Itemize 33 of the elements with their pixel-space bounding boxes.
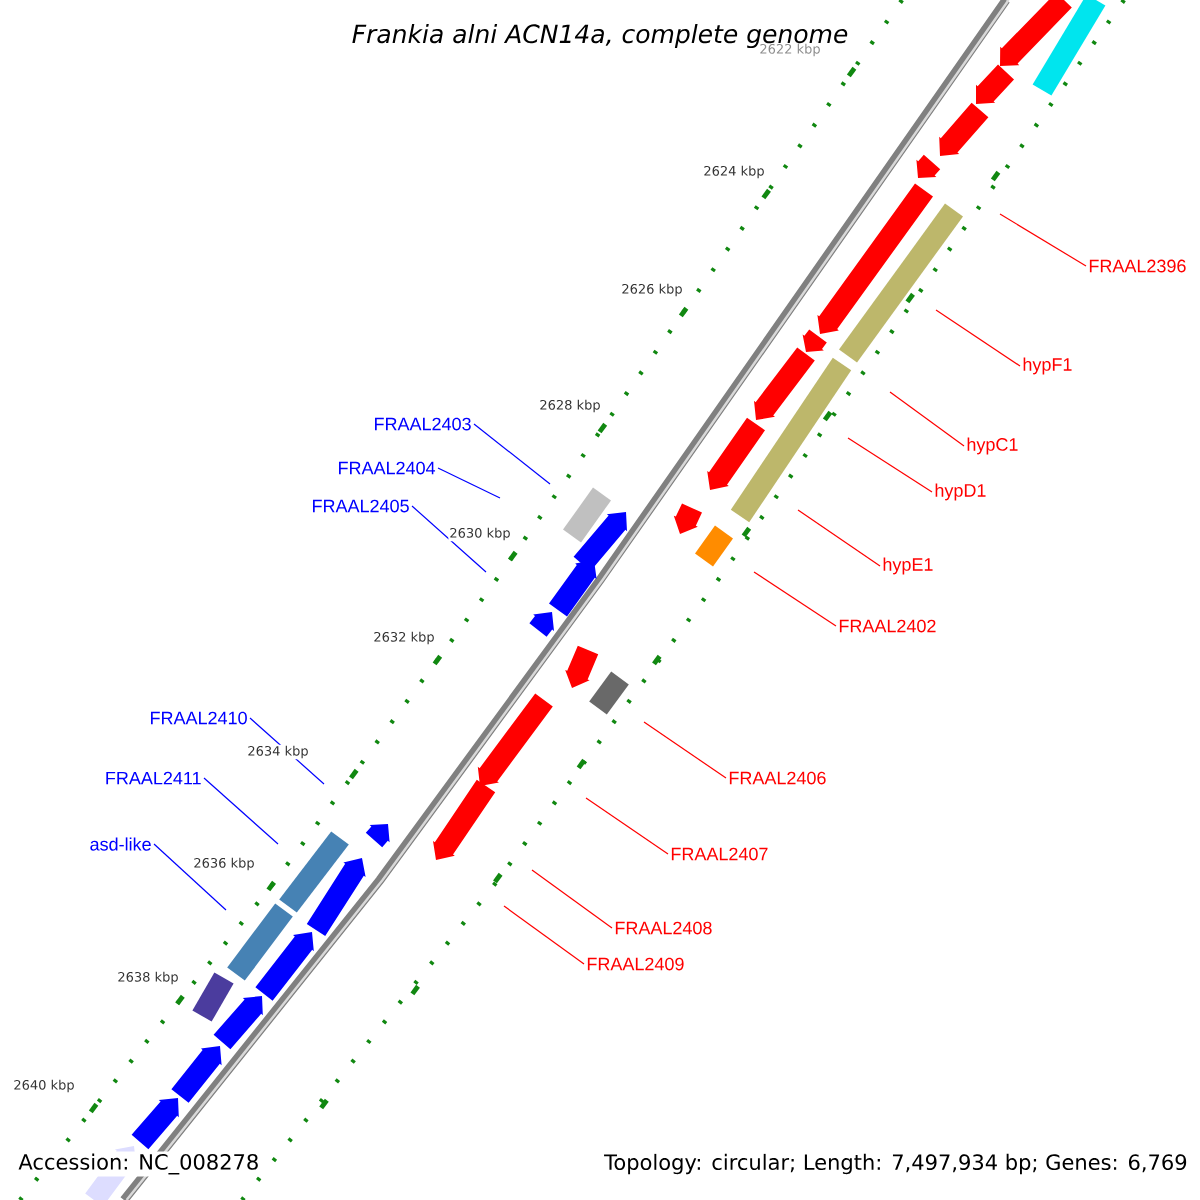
gene-label: hypF1 [1023,357,1072,375]
leader-line [503,905,585,965]
leader-line [999,213,1087,267]
leader-line [847,437,933,493]
leader-line [411,505,487,573]
leader-line [473,423,551,485]
leader-line [437,467,501,499]
gene-label: hypC1 [967,437,1018,455]
gene-label: FRAAL2407 [671,847,768,861]
gene-label: FRAAL2409 [587,957,684,971]
gene-label: FRAAL2410 [151,711,247,725]
gene-label: FRAAL2408 [615,921,712,935]
gene-label: asd-like [90,837,151,851]
leader-line [585,797,669,855]
gene-label: FRAAL2396 [1089,259,1186,273]
gene-label: FRAAL2402 [839,619,936,633]
leader-line [797,509,881,567]
gene-label: FRAAL2411 [106,771,201,785]
gene-label: FRAAL2405 [313,499,409,513]
gene-label: hypE1 [883,557,933,575]
leader-line [753,571,837,627]
leader-line [203,777,279,845]
leader-line [889,391,965,447]
leader-line [153,843,227,911]
accession-text: Accession: NC_008278 [16,1151,262,1177]
genome-info-text: Topology: circular; Length: 7,497,934 bp; Genes: 6,769 [604,1153,1187,1175]
leader-line [643,721,727,779]
gene-label: hypD1 [935,483,986,501]
leader-line [935,309,1021,367]
gene-label: FRAAL2403 [375,417,471,431]
leader-line [531,869,613,929]
gene-label: FRAAL2404 [339,461,436,475]
gene-label: FRAAL2406 [729,771,826,785]
